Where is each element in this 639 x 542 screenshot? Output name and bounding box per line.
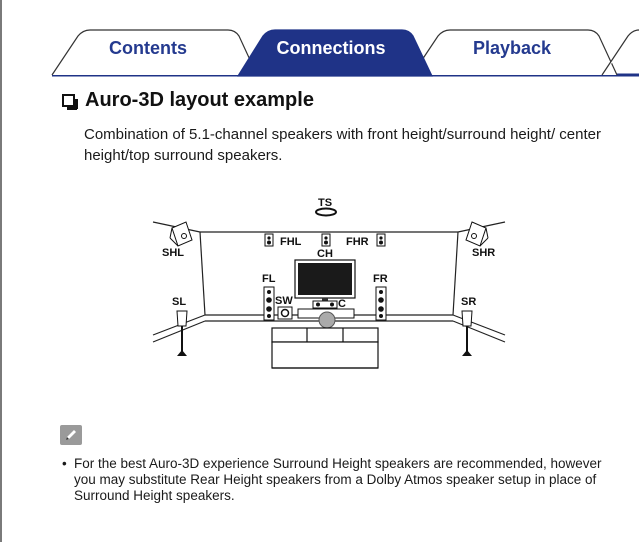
fr-speaker-icon [375, 286, 387, 321]
tab-contents[interactable]: Contents [109, 38, 187, 58]
section-title: Auro-3D layout example [85, 89, 314, 111]
fhr-speaker-icon [376, 233, 386, 247]
sr-label: SR [461, 296, 476, 308]
fhl-label: FHL [280, 236, 302, 248]
tab-connections-shape [236, 29, 433, 77]
sl-label: SL [172, 296, 186, 308]
sw-speaker-icon [277, 306, 293, 320]
bullet-icon: • [62, 456, 67, 471]
tab-playback-shape [411, 29, 618, 76]
tab-bar: Contents Connections Playback [0, 0, 639, 80]
ts-speaker-icon [315, 207, 337, 217]
shr-label: SHR [472, 247, 495, 259]
section-heading: Auro-3D layout example [62, 89, 314, 112]
speaker-layout-diagram: TS FHL CH FHR SHL SHR [152, 197, 506, 369]
section-description: Combination of 5.1-channel speakers with… [84, 126, 601, 164]
c-label: C [338, 298, 346, 310]
ch-speaker-icon [321, 233, 331, 247]
fhl-speaker-icon [264, 233, 274, 247]
fhr-label: FHR [346, 236, 369, 248]
tab-shapes [51, 29, 639, 77]
center-speaker-icon [312, 300, 338, 309]
shl-speaker-icon [169, 221, 193, 247]
ts-label: TS [318, 197, 332, 209]
sl-speaker-icon [176, 310, 188, 356]
pencil-icon [60, 425, 82, 445]
tab-next-shape [601, 29, 639, 76]
note-text: For the best Auro-3D experience Surround… [74, 456, 602, 503]
page-left-rule [0, 0, 2, 542]
shr-speaker-icon [465, 221, 489, 247]
checkbox-icon [62, 94, 78, 110]
sr-speaker-icon [461, 310, 473, 356]
fl-speaker-icon [263, 286, 275, 321]
ch-label: CH [317, 248, 333, 260]
tab-playback[interactable]: Playback [472, 38, 552, 58]
note-block: • For the best Auro-3D experience Surrou… [62, 456, 602, 504]
fl-label: FL [262, 273, 276, 285]
sofa-icon [271, 327, 379, 369]
tv-icon [294, 259, 356, 302]
tab-contents-shape [51, 29, 258, 76]
fr-label: FR [373, 273, 388, 285]
tab-connections[interactable]: Connections [276, 38, 386, 58]
shl-label: SHL [162, 247, 184, 259]
listener-head-icon [318, 311, 336, 329]
sw-label: SW [275, 295, 293, 307]
